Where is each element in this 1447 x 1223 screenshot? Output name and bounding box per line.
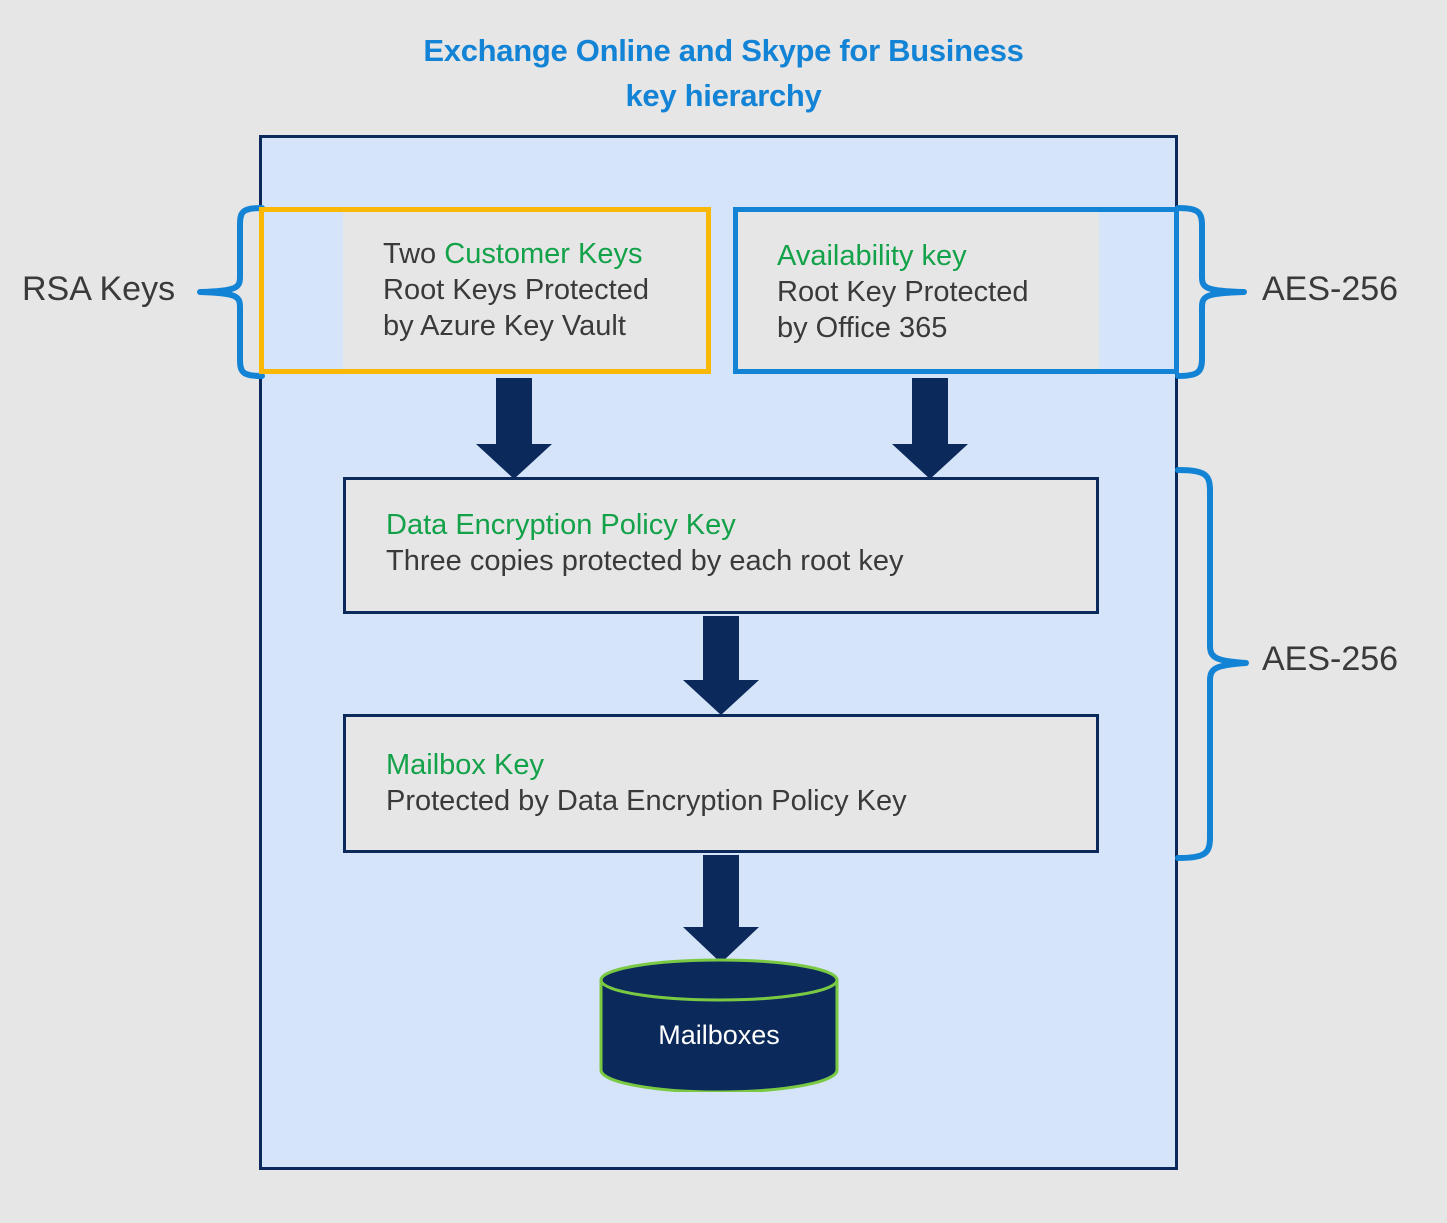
title-line-2: key hierarchy [625, 78, 822, 113]
customer-keys-box-text: Two Customer Keys Root Keys Protected by… [343, 210, 708, 371]
availability-key-box-text: Availability key Root Key Protected by O… [736, 210, 1099, 371]
mailbox-key-highlight: Mailbox Key [386, 749, 544, 781]
availability-key-line-3: by Office 365 [777, 312, 948, 344]
aes-256-top-brace [1175, 205, 1247, 379]
depk-highlight: Data Encryption Policy Key [386, 509, 736, 541]
cylinder-shape [599, 958, 839, 1094]
mailboxes-cylinder[interactable]: Mailboxes [597, 958, 841, 1094]
arrow-customer-keys-to-depk [476, 378, 552, 479]
arrow-depk-to-mailbox-key [683, 616, 759, 715]
customer-keys-box-fill [343, 210, 708, 371]
availability-key-box[interactable] [733, 207, 1179, 374]
data-encryption-policy-key-box[interactable]: Data Encryption Policy Key Three copies … [343, 477, 1099, 614]
mailbox-key-line-2: Protected by Data Encryption Policy Key [386, 785, 907, 817]
arrow-availability-key-to-depk [892, 378, 968, 479]
label-aes-256-bottom: AES-256 [1262, 640, 1399, 678]
depk-line-2: Three copies protected by each root key [386, 545, 904, 577]
title-line-1: Exchange Online and Skype for Business [423, 33, 1024, 68]
availability-key-box-fill [736, 210, 1099, 371]
aes-256-bottom-brace [1175, 467, 1249, 861]
availability-key-highlight: Availability key [777, 240, 967, 272]
page-title: Exchange Online and Skype for Business k… [0, 28, 1447, 118]
customer-keys-prefix: Two [383, 238, 445, 270]
customer-keys-line-3: by Azure Key Vault [383, 310, 626, 342]
label-rsa-keys: RSA Keys [22, 270, 176, 308]
rsa-keys-brace [197, 205, 265, 379]
customer-keys-line-2: Root Keys Protected [383, 274, 649, 306]
availability-key-line-2: Root Key Protected [777, 276, 1029, 308]
mailbox-key-box[interactable]: Mailbox Key Protected by Data Encryption… [343, 714, 1099, 853]
arrow-mailbox-key-to-mailboxes [683, 855, 759, 963]
customer-keys-line-1: Two Customer Keys [383, 236, 708, 272]
customer-keys-box[interactable] [259, 207, 711, 374]
customer-keys-highlight: Customer Keys [444, 238, 643, 270]
label-aes-256-top: AES-256 [1262, 270, 1399, 308]
